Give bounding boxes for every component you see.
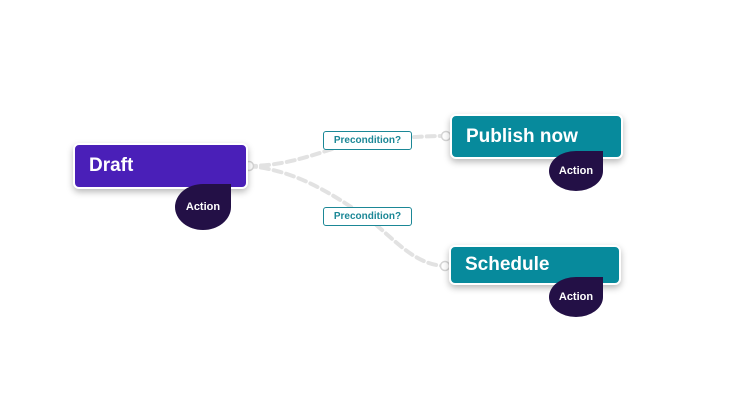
schedule-action-badge[interactable]: Action [549, 277, 603, 317]
publish-now-action-label: Action [558, 165, 594, 177]
draft-node-label: Draft [89, 155, 134, 176]
publish-now-action-badge[interactable]: Action [549, 151, 603, 191]
schedule-node-label: Schedule [465, 254, 550, 275]
draft-action-badge[interactable]: Action [175, 184, 231, 230]
publish-now-node-label: Publish now [466, 125, 578, 147]
draft-node[interactable]: Draft [73, 143, 248, 189]
schedule-action-label: Action [558, 291, 594, 303]
precondition-top-text: Precondition? [333, 135, 402, 146]
precondition-bottom-text: Precondition? [333, 211, 402, 222]
schedule-node[interactable]: Schedule [449, 245, 621, 285]
precondition-label-bottom[interactable]: Precondition? [323, 207, 412, 226]
precondition-label-top[interactable]: Precondition? [323, 131, 412, 150]
draft-action-label: Action [185, 201, 221, 213]
